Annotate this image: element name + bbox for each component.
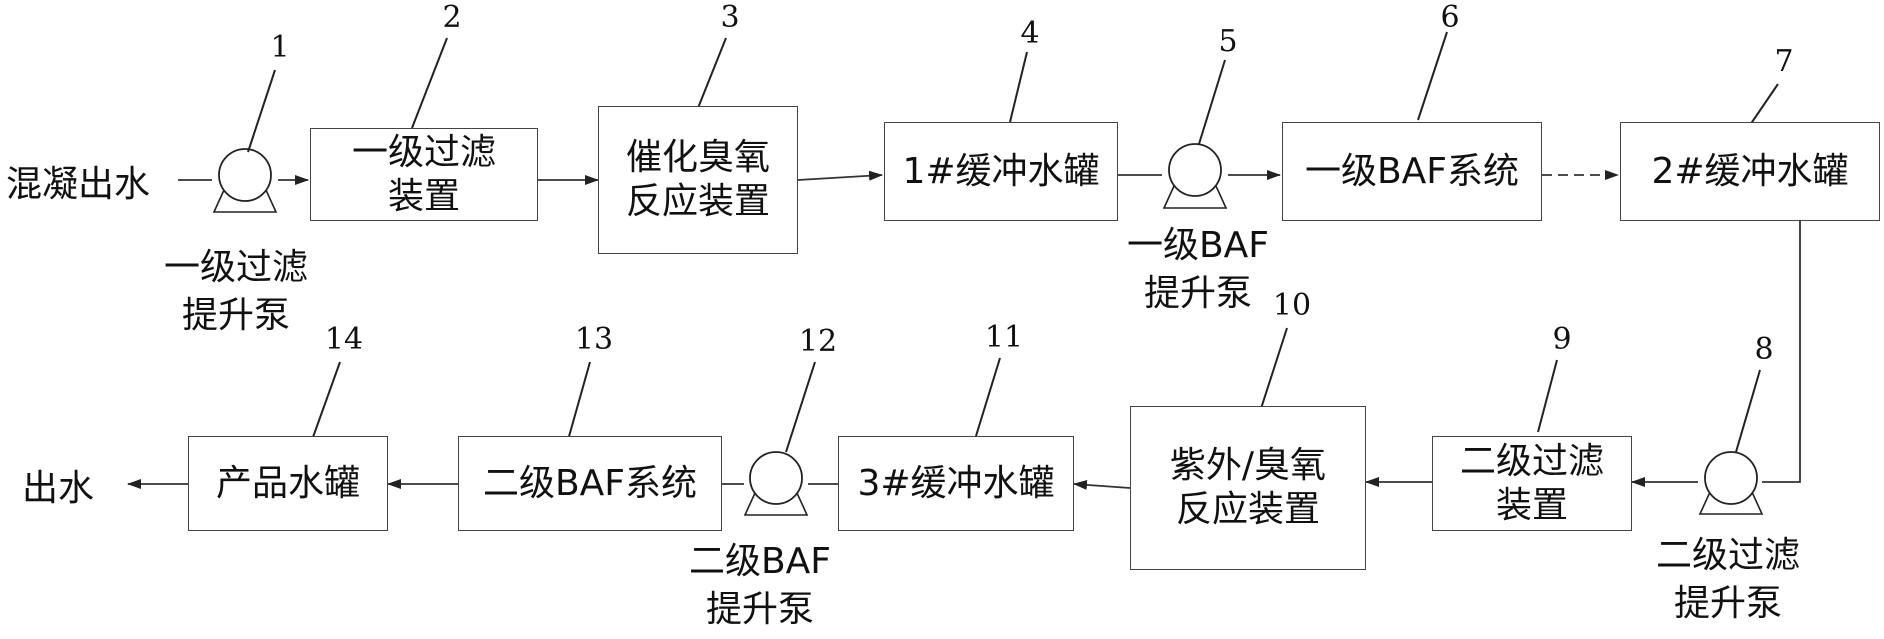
inlet-label: 混凝出水 xyxy=(6,164,151,205)
pump-icon-5 xyxy=(1162,143,1228,209)
unit-label-14: 产品水罐 xyxy=(215,462,360,504)
unit-label-9: 二级过滤 装置 xyxy=(1459,440,1604,526)
leader-4 xyxy=(1009,51,1028,123)
unit-label-12: 二级BAF 提升泵 xyxy=(688,541,832,630)
unit-number-12: 12 xyxy=(798,324,838,359)
unit-box-14-product-tank: 产品水罐 xyxy=(188,436,388,531)
unit-number-11: 11 xyxy=(984,320,1024,355)
leader-6 xyxy=(1417,31,1448,121)
leader-7 xyxy=(1747,83,1779,129)
flow-tank2-down-to-pump8 xyxy=(1762,220,1801,483)
unit-box-10-uv-ozone: 紫外/臭氧 反应装置 xyxy=(1130,406,1366,570)
unit-label-1: 一级过滤 提升泵 xyxy=(163,247,309,336)
unit-number-2: 2 xyxy=(442,0,462,35)
unit-label-8: 二级过滤 提升泵 xyxy=(1655,535,1801,624)
leader-1 xyxy=(247,69,276,153)
leader-12 xyxy=(785,361,816,453)
unit-number-10: 10 xyxy=(1272,288,1312,323)
unit-label-6: 一级BAF系统 xyxy=(1304,150,1520,192)
unit-number-7: 7 xyxy=(1774,44,1794,79)
unit-label-7: 2#缓冲水罐 xyxy=(1651,150,1849,192)
unit-box-11-buffer-tank-3: 3#缓冲水罐 xyxy=(838,436,1074,531)
unit-box-13-secondary-baf: 二级BAF系统 xyxy=(458,436,722,531)
pump-icon-8 xyxy=(1698,451,1764,515)
leader-3 xyxy=(697,37,727,109)
unit-box-2-primary-filter: 一级过滤 装置 xyxy=(310,128,538,221)
unit-label-4: 1#缓冲水罐 xyxy=(902,150,1100,192)
pump-icon-12 xyxy=(743,451,809,516)
leader-9 xyxy=(1537,359,1558,433)
flow-ozone-to-tank1 xyxy=(797,170,883,181)
leader-13 xyxy=(567,361,591,441)
unit-number-6: 6 xyxy=(1440,0,1460,35)
unit-number-13: 13 xyxy=(574,322,614,357)
unit-box-3-catalytic-ozone: 催化臭氧 反应装置 xyxy=(598,106,798,254)
unit-label-2: 一级过滤 装置 xyxy=(351,131,496,217)
unit-number-1: 1 xyxy=(270,30,290,65)
pump-icon-1 xyxy=(212,148,278,213)
leader-11 xyxy=(975,357,1001,437)
unit-number-8: 8 xyxy=(1754,332,1774,367)
unit-box-9-secondary-filter: 二级过滤 装置 xyxy=(1432,436,1632,531)
leader-2 xyxy=(411,37,448,129)
unit-label-11: 3#缓冲水罐 xyxy=(857,462,1055,504)
unit-label-5: 一级BAF 提升泵 xyxy=(1126,225,1270,314)
leader-14 xyxy=(311,361,341,441)
outlet-label: 出水 xyxy=(22,468,95,509)
unit-number-14: 14 xyxy=(324,322,364,357)
unit-box-4-buffer-tank-1: 1#缓冲水罐 xyxy=(884,122,1118,221)
unit-label-13: 二级BAF系统 xyxy=(482,462,698,504)
leader-8 xyxy=(1735,369,1761,453)
flow-uv-to-tank3 xyxy=(1073,479,1131,490)
unit-number-3: 3 xyxy=(720,0,740,35)
unit-number-4: 4 xyxy=(1020,16,1040,51)
leader-lines xyxy=(247,31,1779,453)
unit-box-7-buffer-tank-2: 2#缓冲水罐 xyxy=(1620,122,1880,221)
unit-number-5: 5 xyxy=(1218,24,1238,59)
leader-5 xyxy=(1198,59,1226,145)
unit-label-3: 催化臭氧 反应装置 xyxy=(625,137,770,222)
unit-box-6-primary-baf: 一级BAF系统 xyxy=(1282,122,1542,221)
unit-label-10: 紫外/臭氧 反应装置 xyxy=(1169,445,1327,530)
unit-number-9: 9 xyxy=(1552,322,1572,357)
